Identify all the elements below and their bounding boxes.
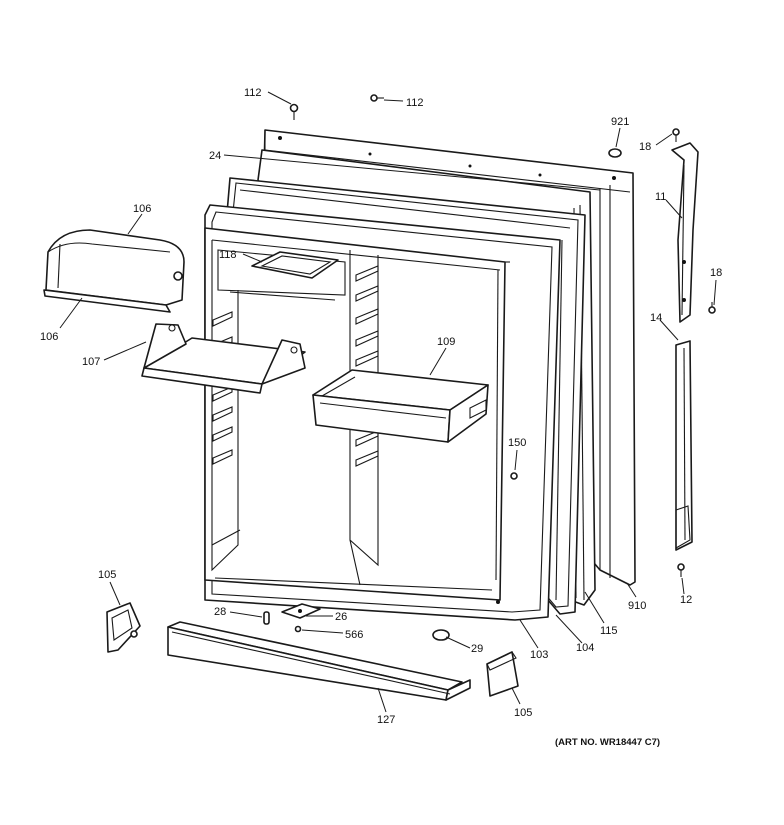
label-106-top: 106: [133, 203, 151, 215]
label-24: 24: [209, 150, 221, 162]
shelf-supports-center: [355, 265, 379, 467]
screw-18-a: [672, 128, 680, 142]
end-cap-105-right: [486, 651, 519, 697]
label-118: 118: [219, 249, 237, 261]
door-bin-109: [312, 369, 489, 443]
door-shelf-107: [141, 323, 306, 394]
art-number: (ART NO. WR18447 C7): [555, 737, 660, 748]
screw-18-b: [708, 302, 716, 314]
dairy-door-118: [251, 251, 339, 279]
label-112-a: 112: [244, 87, 262, 99]
leader-lines: [59, 91, 717, 713]
end-cap-105-left: [106, 602, 141, 653]
label-107: 107: [82, 356, 100, 368]
label-26: 26: [335, 611, 347, 623]
screw-12: [677, 563, 685, 577]
label-105-right: 105: [514, 707, 532, 719]
label-18-b: 18: [710, 267, 722, 279]
label-14: 14: [650, 312, 662, 324]
shelf-supports-left: [212, 311, 233, 465]
butter-compartment-106: [43, 229, 185, 313]
label-109: 109: [437, 336, 455, 348]
screw-566: [294, 625, 302, 633]
label-566: 566: [345, 629, 363, 641]
cam-26: [281, 603, 321, 619]
bumper-29: [432, 629, 450, 641]
label-921: 921: [611, 116, 629, 128]
hinge-11: [671, 142, 699, 323]
label-115: 115: [600, 625, 618, 637]
screw-112-a: [289, 103, 299, 120]
label-103: 103: [530, 649, 548, 661]
label-28: 28: [214, 606, 226, 618]
screw-150: [510, 472, 518, 480]
label-11: 11: [655, 191, 666, 203]
label-127: 127: [377, 714, 395, 726]
label-150: 150: [508, 437, 526, 449]
label-105-left: 105: [98, 569, 116, 581]
label-29: 29: [471, 643, 483, 655]
label-106-bottom: 106: [40, 331, 58, 343]
label-104: 104: [576, 642, 594, 654]
screw-112-b: [370, 94, 384, 102]
label-12: 12: [680, 594, 692, 606]
plug-921: [608, 148, 622, 158]
label-910: 910: [628, 600, 646, 612]
pin-28: [263, 611, 270, 625]
label-112-b: 112: [406, 97, 424, 109]
hinge-cover-strip-14: [675, 340, 693, 551]
label-18-a: 18: [639, 141, 651, 153]
grille-127: [167, 621, 471, 701]
